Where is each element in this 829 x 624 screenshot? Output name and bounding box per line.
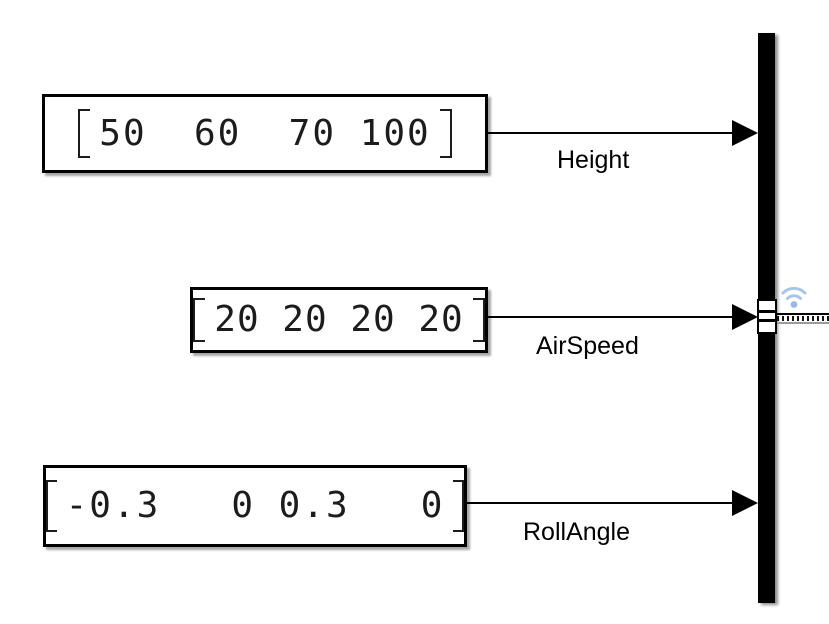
arrowhead-icon [732,120,758,146]
arrowhead-icon [732,490,758,516]
signal-line-height[interactable] [488,132,734,134]
wifi-inner-arc [786,294,802,300]
signal-line-airspeed[interactable] [488,316,734,318]
wifi-dot [790,301,798,308]
constant-block-height[interactable]: 50 60 70 100 [42,94,488,173]
matrix-open-bracket-icon [46,480,57,532]
constant-value-rollangle: -0.3 0 0.3 0 [65,485,445,526]
arrowhead-icon [732,304,758,330]
signal-label-height[interactable]: Height [557,146,630,174]
constant-block-rollangle[interactable]: -0.3 0 0.3 0 [43,465,467,547]
streamed-signal-line[interactable] [777,313,829,324]
matrix-close-bracket-icon [439,109,452,158]
wifi-logging-icon[interactable] [779,281,809,311]
signal-label-rollangle[interactable]: RollAngle [523,518,631,546]
signal-label-airspeed[interactable]: AirSpeed [536,332,639,360]
matrix-open-bracket-icon [78,109,91,158]
constant-value-airspeed: 20 20 20 20 [214,299,464,340]
matrix-close-bracket-icon [472,298,485,342]
signal-line-rollangle[interactable] [467,502,734,504]
constant-value-height: 50 60 70 100 [99,112,431,154]
matrix-close-bracket-icon [453,480,464,532]
matrix-open-bracket-icon [193,298,206,342]
wifi-outer-arc [781,286,807,295]
constant-block-airspeed[interactable]: 20 20 20 20 [190,287,488,353]
mux-output-port [757,299,777,334]
